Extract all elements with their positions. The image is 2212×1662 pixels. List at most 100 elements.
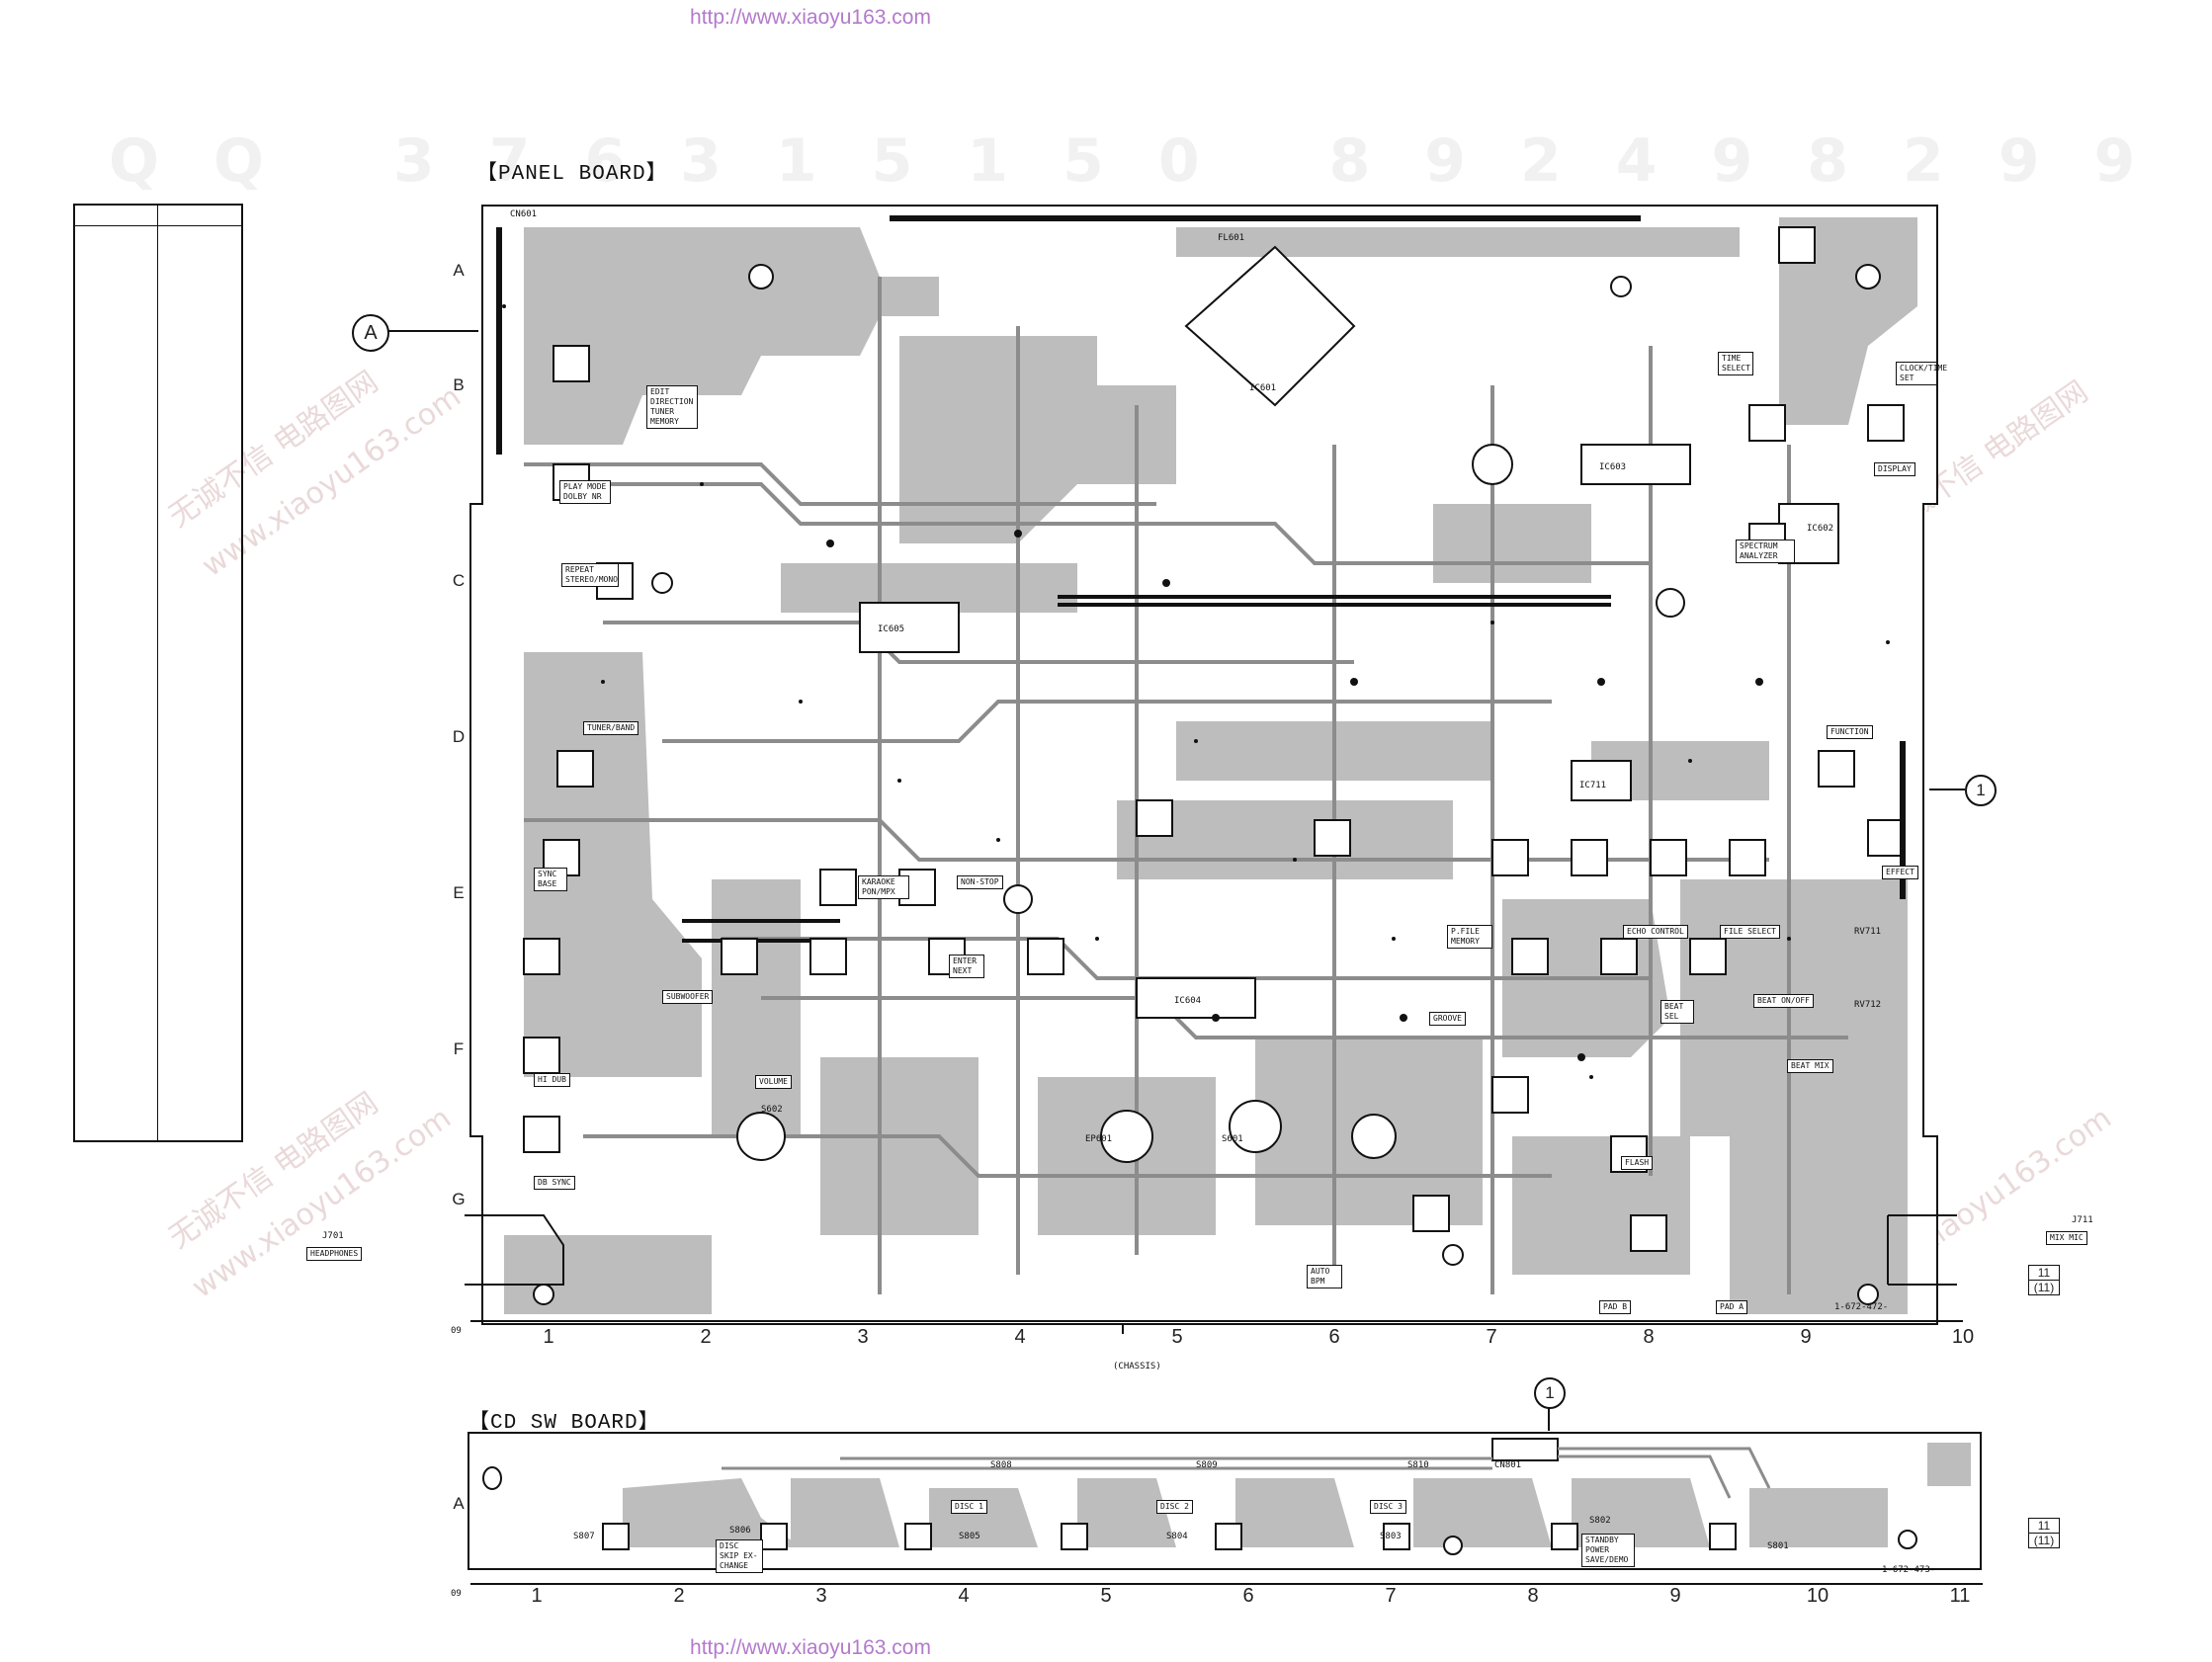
panel-col-8: 8 <box>1643 1326 1655 1348</box>
connector-1-line <box>1929 789 1965 790</box>
cd-col-7: 7 <box>1385 1585 1397 1607</box>
side-table <box>73 204 243 1142</box>
btn-standby[interactable]: STANDBY POWER SAVE/DEMO <box>1581 1534 1635 1567</box>
cn601-label: CN601 <box>510 209 538 219</box>
btn-auto-bpm[interactable]: AUTO BPM <box>1307 1265 1342 1288</box>
panel-board-title: 【PANEL BOARD】 <box>476 163 668 186</box>
btn-pad-b[interactable]: PAD B <box>1599 1300 1632 1314</box>
ep601-label: EP601 <box>1085 1134 1113 1144</box>
btn-beat-mix[interactable]: BEAT MIX <box>1787 1059 1833 1073</box>
cd-sw-board-pcb <box>468 1432 1982 1570</box>
ic-fl601-label: FL601 <box>1218 233 1245 243</box>
panel-row-a: A <box>453 261 465 280</box>
panel-row-g: G <box>452 1190 466 1208</box>
btn-pad-a[interactable]: PAD A <box>1716 1300 1748 1314</box>
panel-col-5: 5 <box>1171 1326 1183 1348</box>
btn-edit-direction[interactable]: EDIT DIRECTION TUNER MEMORY <box>646 385 698 429</box>
cd-s801-label: S801 <box>1767 1541 1789 1551</box>
btn-disc-3[interactable]: DISC 3 <box>1370 1500 1406 1514</box>
cd-col-3: 3 <box>815 1585 827 1607</box>
cd-s805-label: S805 <box>959 1532 980 1541</box>
cd-page-box: 11 (11) <box>2028 1518 2060 1548</box>
btn-disc-1[interactable]: DISC 1 <box>951 1500 987 1514</box>
cd-connector-1-circle: 1 <box>1534 1377 1566 1409</box>
panel-board-pcb <box>465 205 1957 1334</box>
panel-row-c: C <box>452 571 466 590</box>
panel-row-f: F <box>453 1039 465 1058</box>
btn-play-mode[interactable]: PLAY MODE DOLBY NR <box>559 480 611 504</box>
btn-tuner-band[interactable]: TUNER/BAND <box>583 721 639 735</box>
cd-col-9: 9 <box>1669 1585 1681 1607</box>
connector-1-circle: 1 <box>1965 775 1997 806</box>
btn-volume[interactable]: VOLUME <box>755 1075 792 1089</box>
btn-file-select[interactable]: FILE SELECT <box>1720 925 1780 939</box>
panel-col-3: 3 <box>857 1326 869 1348</box>
btn-p-file-memory[interactable]: P.FILE MEMORY <box>1447 925 1492 949</box>
rv712-label: RV712 <box>1854 1000 1882 1010</box>
cd-col-prefix: 09 <box>451 1589 462 1599</box>
panel-row-b: B <box>453 375 465 394</box>
cd-s804-label: S804 <box>1166 1532 1188 1541</box>
cd-s802-label: S802 <box>1589 1516 1611 1526</box>
jack-mix-mic-label: MIX MIC <box>2046 1231 2087 1245</box>
header-url[interactable]: http://www.xiaoyu163.com <box>690 6 931 29</box>
cd-s808-label: S808 <box>990 1460 1012 1470</box>
ic-ic601-label: IC601 <box>1249 383 1277 393</box>
cd-s809-label: S809 <box>1196 1460 1218 1470</box>
panel-part-number: 1-672-472- <box>1834 1302 1889 1312</box>
s601-label: S601 <box>1222 1134 1243 1144</box>
cd-col-6: 6 <box>1242 1585 1254 1607</box>
qq-watermark: QQ 376315150 892498299 <box>109 126 2190 196</box>
btn-db-sync[interactable]: DB SYNC <box>534 1176 575 1190</box>
panel-row-d: D <box>452 727 466 746</box>
btn-sync-base[interactable]: SYNC BASE <box>534 868 567 891</box>
btn-effect[interactable]: EFFECT <box>1882 866 1918 879</box>
btn-beat-sel[interactable]: BEAT SEL <box>1660 1000 1694 1024</box>
btn-time-select[interactable]: TIME SELECT <box>1718 352 1753 375</box>
cd-s807-label: S807 <box>573 1532 595 1541</box>
btn-function[interactable]: FUNCTION <box>1827 725 1873 739</box>
btn-spectrum-analyzer[interactable]: SPECTRUM ANALYZER <box>1736 540 1795 563</box>
footer-url[interactable]: http://www.xiaoyu163.com <box>690 1636 931 1659</box>
btn-disc-skip[interactable]: DISC SKIP EX-CHANGE <box>716 1539 763 1573</box>
side-table-header-line <box>75 225 241 226</box>
panel-page-box-top: 11 <box>2029 1266 2059 1281</box>
btn-repeat[interactable]: REPEAT STEREO/MONO <box>561 563 619 587</box>
cd-connector-1-line <box>1548 1407 1550 1431</box>
btn-hi-dub[interactable]: HI DUB <box>534 1073 570 1087</box>
cd-cn801-label: CN801 <box>1494 1460 1522 1470</box>
btn-flash[interactable]: FLASH <box>1621 1156 1654 1170</box>
btn-non-stop[interactable]: NON-STOP <box>957 875 1003 889</box>
connector-a-label: A <box>364 322 378 344</box>
panel-col-9: 9 <box>1800 1326 1812 1348</box>
btn-enter-next[interactable]: ENTER NEXT <box>949 955 984 978</box>
cd-s810-label: S810 <box>1407 1460 1429 1470</box>
panel-col-2: 2 <box>700 1326 712 1348</box>
btn-echo-control[interactable]: ECHO CONTROL <box>1623 925 1688 939</box>
panel-col-ruler <box>470 1320 1963 1322</box>
cd-s806-label: S806 <box>729 1526 751 1536</box>
btn-display[interactable]: DISPLAY <box>1874 462 1915 476</box>
connector-1-label: 1 <box>1976 781 1986 799</box>
rv711-label: RV711 <box>1854 927 1882 937</box>
btn-clock-time-set[interactable]: CLOCK/TIME SET <box>1896 362 1947 385</box>
panel-row-e: E <box>453 883 465 902</box>
panel-page-box-bottom: (11) <box>2033 1281 2055 1294</box>
panel-col-7: 7 <box>1486 1326 1497 1348</box>
btn-subwoofer[interactable]: SUBWOOFER <box>662 990 714 1004</box>
cd-connector-1-label: 1 <box>1545 1383 1555 1402</box>
cd-col-2: 2 <box>673 1585 685 1607</box>
btn-disc-2[interactable]: DISC 2 <box>1156 1500 1193 1514</box>
panel-col-6: 6 <box>1328 1326 1340 1348</box>
btn-groove[interactable]: GROOVE <box>1429 1012 1466 1026</box>
cd-col-8: 8 <box>1527 1585 1539 1607</box>
btn-karaoke[interactable]: KARAOKE PON/MPX <box>858 875 909 899</box>
connector-a-circle: A <box>352 314 389 352</box>
btn-beat-on-off[interactable]: BEAT ON/OFF <box>1753 994 1814 1008</box>
panel-col-10: 10 <box>1951 1326 1975 1348</box>
panel-page-box: 11 (11) <box>2028 1265 2060 1295</box>
chassis-label: (CHASSIS) <box>1113 1362 1161 1371</box>
ic-ic605-label: IC605 <box>878 624 905 634</box>
cd-col-4: 4 <box>958 1585 970 1607</box>
cd-col-1: 1 <box>531 1585 543 1607</box>
